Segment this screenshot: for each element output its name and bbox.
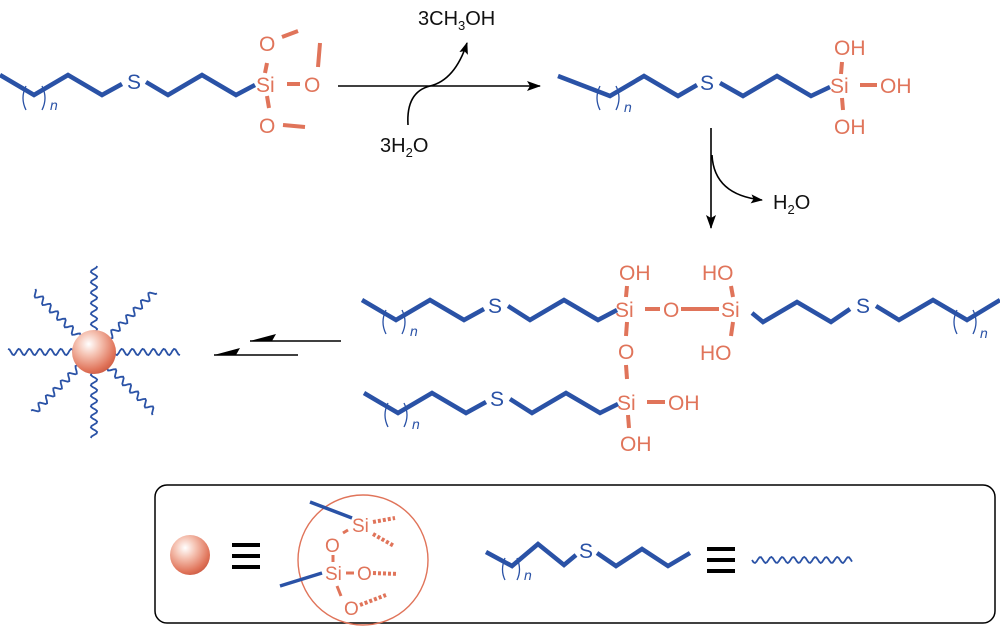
silicon-atom: Si [721, 299, 740, 322]
siloxane-oligomer: n S Si OH O O Si HO HO S n n S Si OH OH [360, 262, 1000, 456]
sulfur-atom: S [856, 295, 870, 318]
alkyl-chain [360, 297, 486, 323]
oxygen-atom: O [304, 74, 320, 97]
bridging-oxygen: O [663, 299, 679, 322]
propyl-linker [144, 72, 257, 98]
silica-network-detail: Si O Si O O [279, 494, 429, 626]
hydroxyl-group: HO [700, 342, 732, 365]
hydroxyl-group: OH [880, 75, 912, 98]
repeat-bracket [596, 85, 620, 111]
repeat-bracket [22, 85, 46, 111]
alkyl-chain [874, 297, 1000, 323]
hydroxyl-group: OH [620, 433, 652, 456]
alkyl-chain [362, 390, 488, 416]
wavy-chain [113, 347, 181, 357]
hydroxyl-group: HO [702, 262, 734, 285]
bridging-oxygen: O [618, 341, 634, 364]
oxygen-atom: O [357, 564, 372, 585]
reactant-trimethoxysilane: n S Si O O O [0, 29, 322, 138]
oxygen-atom: O [325, 536, 340, 557]
arrowhead-half [214, 348, 240, 355]
sphere-symbol [170, 535, 210, 575]
water-reagent: 3H2O [380, 135, 428, 160]
alkyl-chain-left [0, 72, 124, 98]
oxygen-atom: O [344, 599, 359, 620]
sulfur-atom: S [579, 540, 593, 563]
equilibrium-arrow [214, 334, 341, 356]
silicon-atom: Si [830, 75, 849, 98]
oxygen-atom: O [259, 115, 275, 138]
repeat-index: n [524, 567, 532, 583]
repeat-index: n [980, 325, 988, 341]
repeat-bracket [384, 402, 408, 428]
propyl-linker [508, 390, 620, 416]
silica-core-sphere [72, 330, 116, 374]
wavy-chain [7, 347, 75, 357]
equivalence-symbol [707, 547, 735, 573]
repeat-index: n [412, 416, 420, 432]
wavy-chain [89, 371, 99, 439]
silicon-atom: Si [325, 564, 342, 585]
chain-detail: n S [484, 540, 692, 583]
wavy-chain [106, 365, 155, 416]
propyl-linker [750, 299, 852, 325]
sulfur-atom: S [488, 295, 502, 318]
hydroxyl-group: OH [834, 116, 866, 139]
propyl-linker [506, 297, 619, 323]
legend-box: Si O Si O O n S [154, 484, 996, 626]
wavy-chain-symbol [751, 555, 853, 565]
silicon-atom: Si [617, 392, 636, 415]
sulfur-atom: S [700, 72, 714, 95]
methanol-byproduct: 3CH3OH [418, 8, 495, 33]
repeat-bracket [382, 309, 406, 335]
wavy-chain [30, 364, 81, 413]
hydroxyl-group: OH [619, 262, 651, 285]
condensation-arrow: H2O [706, 128, 810, 229]
silicon-atom: Si [256, 74, 275, 97]
silanetriol-product: n S Si OH OH OH [557, 37, 912, 139]
functionalized-nanoparticle [7, 265, 181, 439]
sulfur-atom: S [490, 388, 504, 411]
repeat-index: n [50, 97, 58, 113]
hydrolysis-arrow: 3CH3OH 3H2O [338, 8, 541, 160]
silicon-atom: Si [352, 516, 369, 537]
wavy-chain [89, 265, 99, 333]
hydroxyl-group: OH [834, 37, 866, 60]
silicon-atom: Si [615, 299, 634, 322]
equivalence-symbol [232, 543, 260, 569]
wavy-chain [107, 291, 158, 340]
arrowhead-half [250, 334, 276, 341]
water-byproduct: H2O [773, 192, 810, 217]
oxygen-atom: O [259, 33, 275, 56]
sulfur-atom: S [127, 71, 141, 94]
wavy-chain [33, 288, 82, 339]
repeat-index: n [624, 99, 632, 115]
repeat-bracket [953, 309, 977, 335]
alkyl-chain [557, 73, 699, 99]
hydroxyl-group: OH [668, 392, 700, 415]
propyl-linker [718, 73, 831, 99]
repeat-index: n [410, 323, 418, 339]
